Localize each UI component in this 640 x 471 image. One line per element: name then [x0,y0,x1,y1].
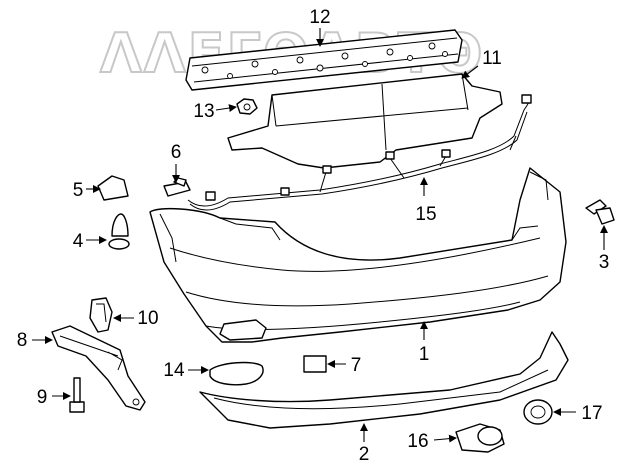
callout-12: 12 [309,7,330,28]
part-bolt [69,377,85,413]
callout-16: 16 [407,431,428,452]
part-mounting-bracket [51,325,146,411]
part-lower-valance [199,331,569,429]
part-sensor-bezel [523,399,553,425]
callout-17: 17 [581,403,602,424]
part-parking-sensor [455,423,505,453]
callout-5: 5 [73,180,84,201]
callout-15: 15 [415,204,436,225]
callout-9: 9 [37,387,48,408]
callout-7: 7 [351,355,362,376]
part-reinforcement-bar [185,29,463,91]
part-rivet [108,213,130,250]
part-label-pad [303,355,327,373]
callout-1: 1 [419,344,430,365]
callout-8: 8 [17,330,28,351]
callout-4: 4 [73,231,84,252]
callout-11: 11 [482,48,502,69]
callout-3: 3 [599,252,610,273]
part-bumper-fascia [149,167,567,343]
part-nut [236,98,258,115]
callout-10: 10 [137,308,158,329]
part-push-clip [89,297,113,333]
callout-14: 14 [163,360,185,381]
part-push-pin [585,199,615,225]
callout-13: 13 [193,101,214,122]
callout-2: 2 [359,444,370,465]
part-screw [163,177,191,197]
part-retainer [97,175,129,201]
part-wiring-harness [187,94,532,211]
callout-labels: 12 11 13 6 5 4 15 3 10 8 1 7 14 9 2 16 1… [17,7,610,465]
part-energy-absorber [227,73,503,169]
part-reflector [209,361,264,386]
callout-6: 6 [171,142,182,163]
leader-lines [32,28,608,443]
